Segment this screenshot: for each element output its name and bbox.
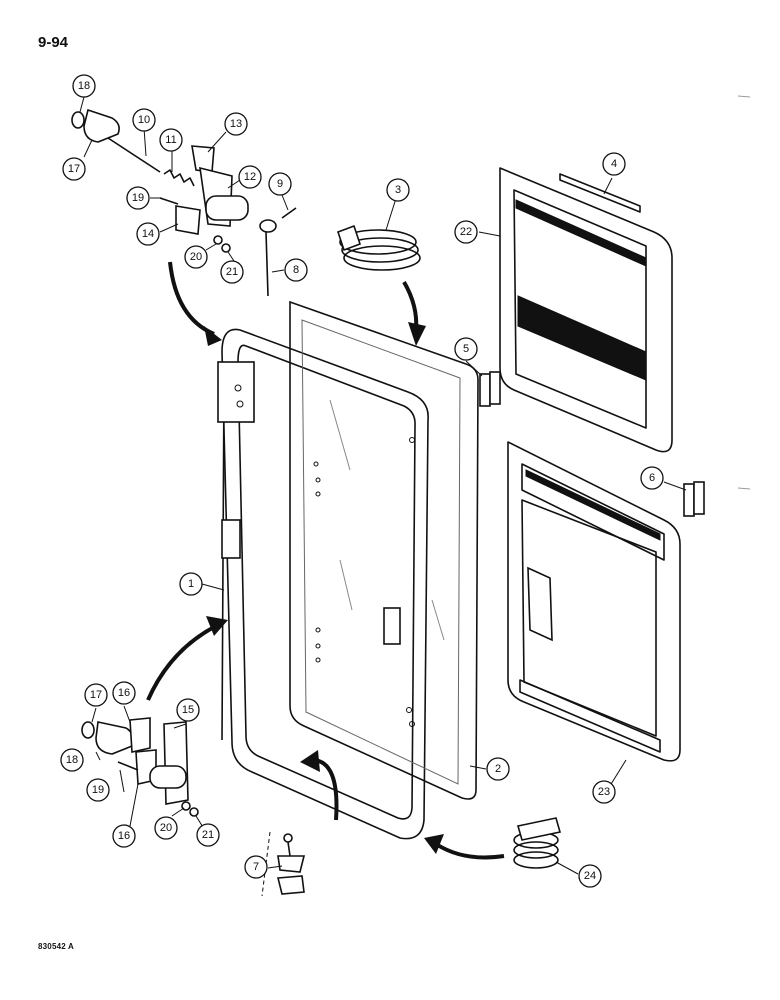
svg-text:16: 16: [118, 687, 130, 699]
svg-text:2: 2: [495, 763, 501, 775]
callout-16-lower: 16: [112, 824, 136, 848]
svg-text:15: 15: [182, 704, 194, 716]
callout-21-lower: 21: [196, 823, 220, 847]
svg-text:19: 19: [92, 784, 104, 796]
callout-13: 13: [224, 112, 248, 136]
upper-hinge-assembly: [71, 108, 297, 297]
svg-text:7: 7: [253, 861, 259, 873]
seal-roll-upper: [336, 224, 421, 271]
callout-12: 12: [238, 165, 262, 189]
svg-text:17: 17: [90, 689, 102, 701]
svg-text:17: 17: [68, 163, 80, 175]
door-frame: [217, 328, 429, 840]
svg-text:11: 11: [165, 134, 176, 146]
leader-lines: [79, 96, 687, 875]
clip-6: [683, 481, 705, 517]
svg-text:16: 16: [118, 830, 130, 842]
svg-text:10: 10: [138, 114, 150, 126]
svg-text:3: 3: [395, 184, 401, 196]
callout-24: 24: [578, 864, 602, 888]
callout-20-lower: 20: [154, 816, 178, 840]
callout-5: 5: [454, 337, 478, 361]
callout-21-upper: 21: [220, 260, 244, 284]
svg-text:18: 18: [78, 80, 90, 92]
callout-10: 10: [132, 108, 156, 132]
svg-text:14: 14: [142, 228, 154, 240]
glass-panel: [289, 300, 479, 800]
svg-text:22: 22: [460, 226, 472, 238]
svg-text:21: 21: [226, 266, 238, 278]
callout-9: 9: [268, 172, 292, 196]
lower-hinge-assembly: [81, 717, 199, 817]
callout-20-upper: 20: [184, 245, 208, 269]
callout-4: 4: [602, 152, 626, 176]
svg-text:4: 4: [611, 158, 617, 170]
figure-code: 830542 A: [38, 942, 74, 951]
svg-text:5: 5: [463, 343, 469, 355]
callout-18-upper: 18: [72, 74, 96, 98]
callout-7: 7: [244, 855, 268, 879]
callout-22: 22: [454, 220, 478, 244]
lower-window-frame: [507, 441, 681, 762]
callout-14: 14: [136, 222, 160, 246]
callout-23: 23: [592, 780, 616, 804]
seal-roll-lower: [513, 817, 562, 869]
callout-19-upper: 19: [126, 186, 150, 210]
callout-8: 8: [284, 258, 308, 282]
svg-text:21: 21: [202, 829, 214, 841]
arrows: [146, 261, 505, 860]
callout-2: 2: [486, 757, 510, 781]
callout-15: 15: [176, 698, 200, 722]
clip-5: [479, 371, 501, 407]
callout-17-lower: 17: [84, 683, 108, 707]
callout-1: 1: [179, 572, 203, 596]
callout-18-lower: 18: [60, 748, 84, 772]
latch-7: [261, 831, 306, 897]
svg-text:1: 1: [188, 578, 194, 590]
svg-text:18: 18: [66, 754, 78, 766]
svg-text:19: 19: [132, 192, 144, 204]
callout-11: 11: [159, 128, 183, 152]
callout-16-upper: 16: [112, 681, 136, 705]
svg-text:13: 13: [230, 118, 242, 130]
svg-text:8: 8: [293, 264, 299, 276]
upper-window-frame: [499, 167, 673, 453]
svg-text:9: 9: [277, 178, 283, 190]
svg-text:6: 6: [649, 472, 655, 484]
svg-text:24: 24: [584, 870, 596, 882]
page-number: 9-94: [38, 34, 69, 51]
callout-6: 6: [640, 466, 664, 490]
callout-19-lower: 19: [86, 778, 110, 802]
callout-3: 3: [386, 178, 410, 202]
svg-text:23: 23: [598, 786, 610, 798]
svg-text:12: 12: [244, 171, 256, 183]
callout-17-upper: 17: [62, 157, 86, 181]
svg-text:20: 20: [190, 251, 202, 263]
svg-text:20: 20: [160, 822, 172, 834]
